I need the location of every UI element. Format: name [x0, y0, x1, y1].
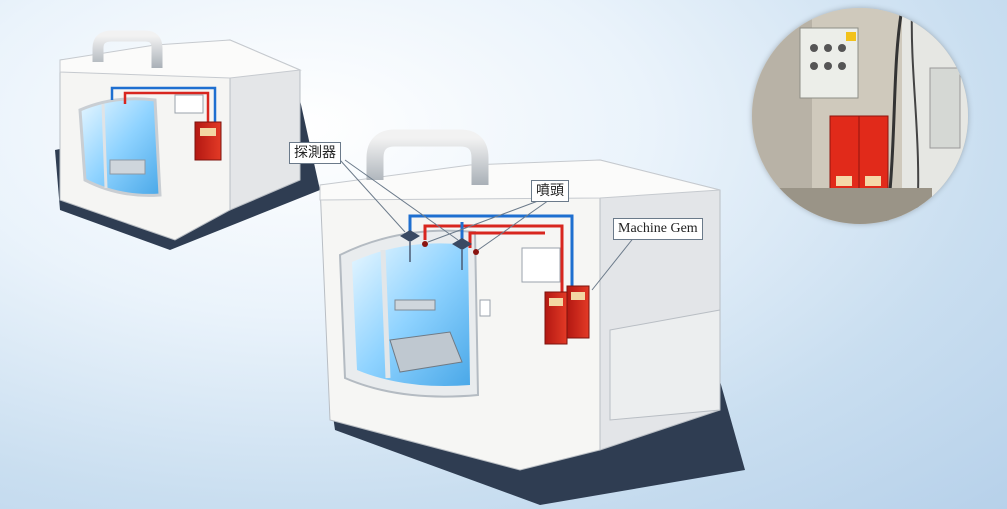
machine-small-pipe-red	[123, 91, 210, 130]
photo-panel-button	[810, 62, 818, 70]
machine-large-vent	[521, 247, 561, 283]
machine-large-duct	[366, 129, 489, 185]
machine-small-window	[78, 97, 162, 197]
machine-large-window-divider	[380, 249, 391, 379]
machine-large-pipe-red	[423, 224, 564, 295]
machine-small	[55, 30, 320, 250]
detector-sensor-icon	[400, 230, 420, 262]
leader-detector-1	[339, 159, 406, 233]
detector-label: 探測器	[289, 142, 341, 164]
photo-panel-button	[824, 62, 832, 70]
machine-small-control-box	[194, 121, 222, 161]
machine-small-table	[109, 159, 146, 175]
machine-small-vent	[174, 94, 204, 114]
machine-gem-label: Machine Gem	[613, 218, 703, 240]
machine-large-top	[319, 159, 721, 201]
leader-detector-2	[344, 159, 459, 241]
leader-machinegem	[591, 235, 636, 291]
machine-small-window-frame	[101, 103, 108, 189]
photo-panel-button	[810, 44, 818, 52]
photo-red-box-label	[865, 176, 881, 186]
machine-large-base-step	[609, 309, 721, 421]
spray-nozzle-icon	[422, 241, 428, 247]
photo-panel-button	[824, 44, 832, 52]
machine-large-table	[389, 331, 463, 373]
machine-small-duct	[92, 30, 163, 68]
machine-small-control-box-panel	[200, 128, 216, 136]
photo-inset	[752, 8, 968, 224]
machine-large-pipe-blue	[408, 214, 574, 295]
nozzle-label: 噴頭	[531, 180, 569, 202]
leader-nozzle-2	[477, 197, 553, 251]
fire-suppression-control-box-icon	[544, 285, 590, 345]
photo-warning-sign	[846, 32, 856, 41]
photo-inset-drawing	[752, 8, 968, 224]
machine-large-spindle	[394, 299, 436, 311]
spray-nozzle-icon	[473, 249, 479, 255]
machine-small-pipe-blue	[110, 86, 217, 130]
leader-nozzle-1	[427, 197, 547, 243]
photo-red-box-label	[836, 176, 852, 186]
machine-large-handle	[479, 299, 491, 317]
photo-cabinet-panel	[929, 67, 961, 149]
detector-sensor-icon	[452, 238, 472, 270]
photo-panel-button	[838, 44, 846, 52]
photo-panel-button	[838, 62, 846, 70]
